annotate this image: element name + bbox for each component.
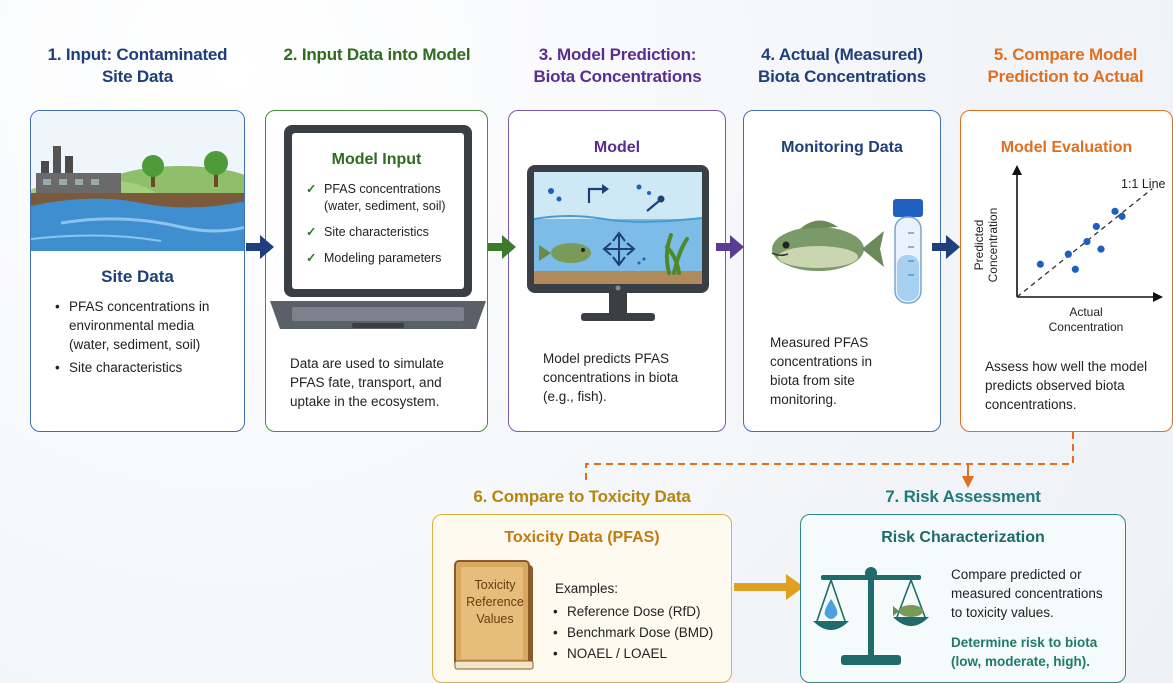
- scatter-point: [1092, 222, 1100, 231]
- model-input-caption: Data are used to simulate PFAS fate, tra…: [290, 356, 444, 409]
- evaluation-scatter-chart: [1012, 165, 1163, 302]
- arrow-step2-to-step3: [488, 235, 516, 259]
- scatter-point: [1064, 250, 1072, 258]
- scatter-point: [1111, 207, 1119, 215]
- toxicity-data-heading: Toxicity Data (PFAS): [504, 529, 660, 546]
- step5-title: 5. Compare Model Prediction to Actual: [987, 45, 1144, 86]
- monitoring-data-card: Monitoring Data Measured PFAS concentrat…: [743, 110, 941, 432]
- risk-characterization-text: Compare predicted or measured concentrat…: [951, 567, 1103, 620]
- scatter-point: [1083, 237, 1091, 246]
- scatter-point: [1097, 245, 1105, 253]
- y-axis-label: Predicted Concentration: [972, 207, 1000, 283]
- sample-vial-icon: [893, 199, 923, 304]
- model-input-heading: Model Input: [331, 151, 422, 168]
- step7-title: 7. Risk Assessment: [885, 487, 1041, 506]
- examples-label: Examples:: [555, 581, 619, 596]
- contaminated-site-illustration: [31, 111, 244, 251]
- x-axis-label: Actual Concentration: [1048, 305, 1124, 334]
- y-axis-arrow: [1012, 165, 1022, 175]
- site-data-heading: Site Data: [101, 267, 174, 286]
- model-caption: Model predicts PFAS concentrations in bi…: [543, 351, 679, 404]
- book-icon: [454, 560, 534, 670]
- step3-title: 3. Model Prediction: Biota Concentration…: [533, 45, 702, 86]
- example-item: Reference Dose (RfD): [553, 602, 725, 621]
- step4-title: 4. Actual (Measured) Biota Concentration…: [758, 45, 926, 86]
- model-input-checklist: PFAS concentrations (water, sediment, so…: [306, 181, 456, 276]
- risk-characterization-card: Risk Characterization Compare predicted …: [800, 514, 1126, 683]
- monitoring-data-heading: Monitoring Data: [781, 139, 903, 156]
- checklist-item: PFAS concentrations (water, sediment, so…: [306, 181, 456, 215]
- site-data-bullet: Site characteristics: [55, 358, 238, 377]
- site-data-bullets: PFAS concentrations in environmental med…: [53, 297, 238, 381]
- step6-title: 6. Compare to Toxicity Data: [473, 487, 691, 506]
- one-to-one-line-label: 1:1 Line: [1121, 177, 1166, 191]
- scatter-point: [1036, 260, 1044, 268]
- model-evaluation-heading: Model Evaluation: [1000, 139, 1133, 156]
- arrow-step4-to-step5: [932, 235, 960, 259]
- risk-characterization-heading: Risk Characterization: [881, 529, 1045, 546]
- checklist-item: Site characteristics: [306, 224, 456, 241]
- monitor-icon: [527, 165, 709, 321]
- scatter-point: [1071, 265, 1079, 273]
- model-evaluation-caption: Assess how well the model predicts obser…: [985, 359, 1148, 412]
- model-input-card: Model Input PFAS concentrations (water, …: [265, 110, 488, 432]
- one-to-one-line: [1016, 188, 1153, 298]
- examples-list: Reference Dose (RfD) Benchmark Dose (BMD…: [553, 602, 725, 667]
- step1-title: 1. Input: Contaminated Site Data: [47, 45, 228, 86]
- balance-scale-icon: [813, 567, 929, 665]
- example-item: NOAEL / LOAEL: [553, 644, 725, 663]
- monitoring-data-caption: Measured PFAS concentrations in biota fr…: [770, 335, 873, 407]
- arrow-step6-to-step7: [734, 574, 804, 600]
- risk-characterization-emphasis: Determine risk to biota (low, moderate, …: [951, 635, 1098, 669]
- arrow-step3-to-step4: [716, 235, 744, 259]
- scatter-point: [1118, 212, 1126, 220]
- site-data-card: Site Data PFAS concentrations in environ…: [30, 110, 245, 432]
- example-item: Benchmark Dose (BMD): [553, 623, 725, 642]
- step2-title: 2. Input Data into Model: [283, 45, 471, 64]
- toxicity-data-card: Toxicity Data (PFAS) Toxicity Reference …: [432, 514, 732, 683]
- x-axis-arrow: [1153, 292, 1163, 302]
- arrow-step1-to-step2: [246, 235, 274, 259]
- model-heading: Model: [593, 139, 641, 156]
- site-data-bullet: PFAS concentrations in environmental med…: [55, 297, 238, 354]
- fish-icon: [771, 220, 884, 271]
- model-card: Model: [508, 110, 726, 432]
- checklist-item: Modeling parameters: [306, 250, 456, 267]
- model-evaluation-card: Model Evaluation 1:1 Line Predicted Conc…: [960, 110, 1173, 432]
- book-title: Toxicity Reference Values: [466, 578, 524, 626]
